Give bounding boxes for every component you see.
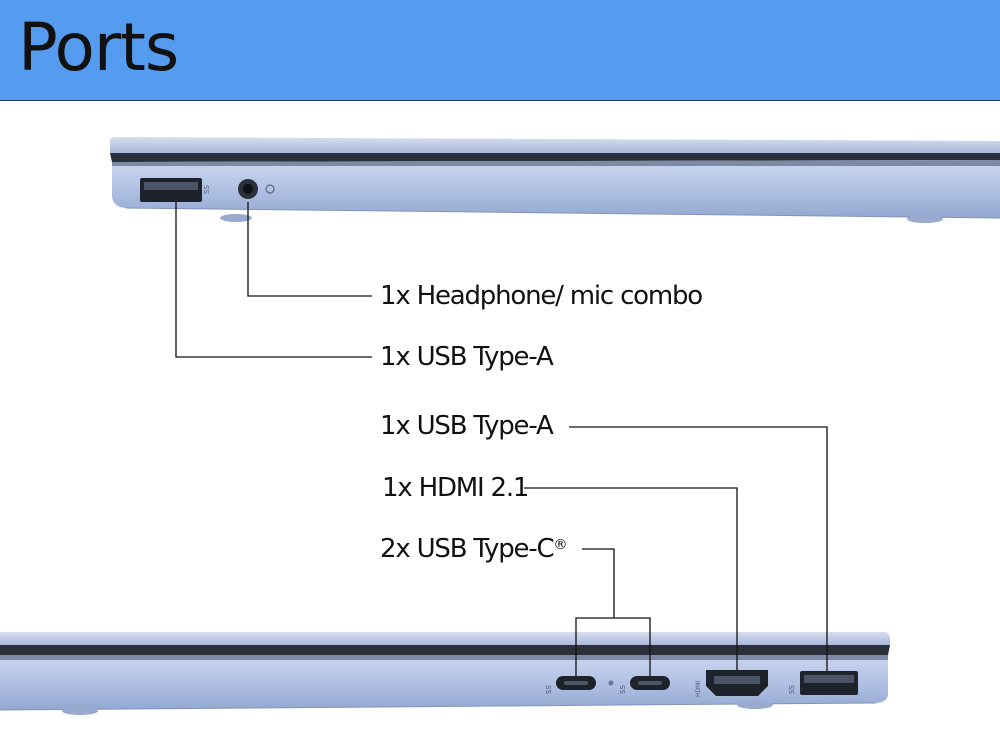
- usb-a-port-icon: SS: [140, 178, 211, 202]
- callout-usb-a-left: 1x USB Type-A: [380, 342, 554, 372]
- svg-text:HDMI: HDMI: [695, 681, 702, 697]
- callout-usb-c-text: 2x USB Type-C: [380, 534, 555, 564]
- laptop-left-side: SS: [110, 137, 1000, 223]
- registered-mark: ®: [553, 537, 568, 553]
- svg-text:SS: SS: [619, 685, 627, 694]
- svg-text:SS: SS: [788, 685, 796, 694]
- callout-usb-a-right: 1x USB Type-A: [380, 411, 554, 441]
- callout-usb-c: 2x USB Type-C®: [380, 534, 567, 564]
- header-bar: Ports: [0, 0, 1000, 101]
- page-title: Ports: [18, 9, 179, 86]
- leader-line-usb-c: [582, 548, 615, 618]
- leader-line-hdmi: [524, 487, 738, 670]
- leader-line-headphone: [247, 202, 372, 297]
- callout-hdmi: 1x HDMI 2.1: [382, 473, 529, 503]
- usb-c-port-icon: SS: [545, 676, 596, 694]
- hdmi-port-icon: HDMI: [695, 670, 768, 697]
- callout-lines: [175, 202, 828, 676]
- leader-bracket-usb-c: [575, 617, 651, 676]
- usb-a-port-icon: SS: [788, 671, 858, 695]
- svg-text:SS: SS: [203, 185, 211, 194]
- led-icon: [608, 680, 614, 686]
- laptop-right-side: SS SS HDMI SS: [0, 632, 890, 715]
- leader-line-usb-a-left: [175, 202, 372, 358]
- usb-c-port-icon: SS: [619, 676, 670, 694]
- headphone-jack-icon: [238, 179, 275, 199]
- svg-text:SS: SS: [545, 685, 553, 694]
- callout-headphone-mic: 1x Headphone/ mic combo: [380, 281, 703, 311]
- leader-line-usb-a-right: [569, 426, 828, 671]
